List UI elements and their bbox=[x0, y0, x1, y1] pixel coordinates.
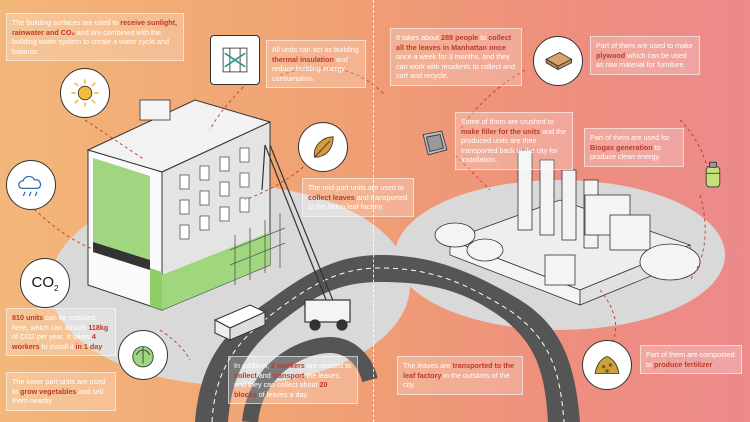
rain-cloud-icon bbox=[6, 160, 56, 210]
compost-box: Part of them are composted to produce fe… bbox=[640, 345, 742, 375]
filler-block-icon bbox=[410, 118, 460, 168]
filler-box: Some of them are crushed to make filler … bbox=[455, 112, 573, 170]
units-box: 810 units can be installed here, which c… bbox=[6, 308, 116, 357]
plywood-icon bbox=[533, 36, 583, 86]
thermal-insulation-icon bbox=[210, 35, 260, 85]
biogas-box: Part of them are used for Biogas generat… bbox=[584, 128, 684, 167]
vegetable-icon bbox=[118, 330, 168, 380]
surfaces-box: The building surfaces are used to receiv… bbox=[6, 13, 184, 62]
road-line bbox=[211, 267, 565, 422]
crane bbox=[261, 144, 351, 331]
co2-icon: CO2 bbox=[20, 258, 70, 308]
section-divider bbox=[373, 0, 374, 422]
road bbox=[195, 255, 580, 422]
gas-cylinder-icon bbox=[688, 150, 738, 200]
road-branch bbox=[242, 336, 378, 422]
workers-box: In addition, 2 workers are needed to col… bbox=[228, 356, 358, 405]
building bbox=[86, 99, 272, 311]
scaffold bbox=[229, 213, 286, 285]
manhattan-box: It takes about 288 people to collect all… bbox=[390, 28, 522, 86]
fertilizer-icon bbox=[582, 340, 632, 390]
plywood-box: Part of them are used to make plywood wh… bbox=[590, 36, 700, 75]
sun-icon bbox=[60, 68, 110, 118]
insulation-box: All units can act as building thermal in… bbox=[266, 40, 366, 89]
leaf-icon bbox=[298, 122, 348, 172]
midpart-box: The mid-part units are used to collect l… bbox=[302, 178, 414, 217]
factory-box: The leaves are transported to the leaf f… bbox=[397, 356, 523, 395]
truck bbox=[213, 304, 267, 341]
lower-box: The lower part units are used to grow ve… bbox=[6, 372, 116, 411]
factory bbox=[434, 149, 701, 306]
